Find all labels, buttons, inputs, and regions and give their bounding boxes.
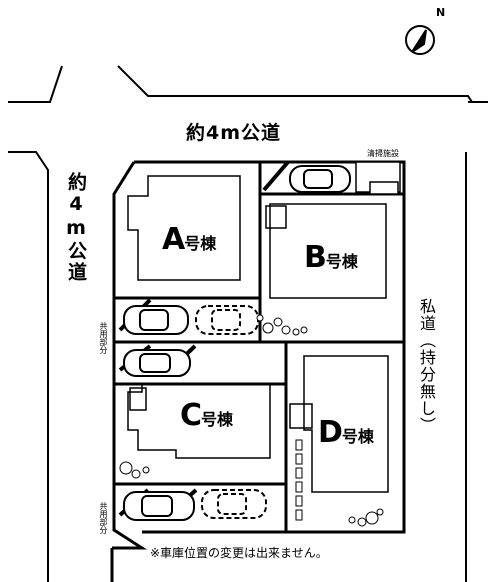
road-label-left: 約4m公道	[65, 172, 87, 283]
driveway-marks	[118, 160, 290, 517]
north-arrow-icon	[405, 25, 435, 55]
building-C	[127, 383, 271, 459]
walkway-tiles	[295, 439, 303, 521]
road-edges	[8, 65, 488, 582]
car-C-dashed	[201, 489, 267, 519]
lot-dividers	[114, 162, 404, 532]
road-label-top: 約4m公道	[186, 122, 282, 144]
building-letter: C	[180, 398, 202, 433]
building-label-A: A号棟	[162, 222, 216, 257]
building-letter: D	[318, 415, 343, 450]
road-edge-topleft	[8, 65, 63, 103]
building-B	[265, 203, 387, 299]
building-label-C: C号棟	[180, 398, 233, 433]
shared-part-label-1: 共用部分	[99, 322, 108, 354]
building-D	[289, 355, 389, 493]
car-B	[289, 165, 351, 193]
garbage-facility	[355, 161, 401, 195]
building-suffix: 号棟	[325, 252, 358, 271]
car-C2	[123, 491, 195, 521]
building-label-B: B号棟	[304, 240, 358, 275]
building-suffix: 号棟	[201, 410, 234, 429]
car-A-dashed	[195, 305, 259, 335]
building-letter: B	[304, 240, 327, 275]
shrubs	[119, 314, 384, 527]
site-boundary	[110, 160, 406, 582]
car-C1	[123, 349, 191, 377]
north-label: N	[436, 6, 446, 19]
building-letter: A	[162, 222, 185, 257]
car-A	[123, 305, 189, 335]
road-label-right: 私道（持分無し）	[417, 298, 436, 434]
road-edge-top	[117, 65, 473, 103]
note-text: ※車庫位置の変更は出来ません。	[150, 546, 328, 560]
building-label-D: D号棟	[318, 415, 374, 450]
divider-A-parking	[114, 296, 262, 342]
building-suffix: 号棟	[184, 234, 217, 253]
garbage-facility-label: 清掃施設	[367, 149, 399, 158]
shared-part-label-2: 共用部分	[99, 502, 108, 534]
driveway-mark-B	[262, 160, 290, 192]
building-A	[127, 175, 241, 281]
road-edge-left	[8, 151, 49, 582]
building-suffix: 号棟	[341, 427, 374, 446]
